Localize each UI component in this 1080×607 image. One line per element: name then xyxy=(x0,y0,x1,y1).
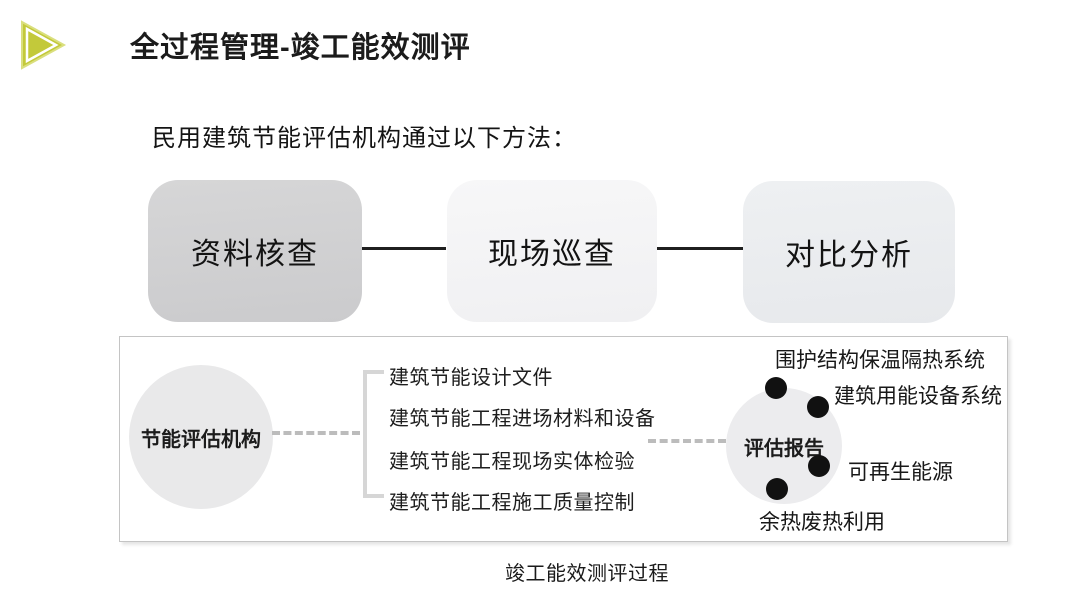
flow-step-site-inspection: 现场巡查 xyxy=(447,180,657,322)
checklist-item: 建筑节能工程施工质量控制 xyxy=(389,492,635,514)
checklist-bracket xyxy=(363,370,384,498)
flow-step-label: 对比分析 xyxy=(785,239,913,272)
report-aspect-label: 余热废热利用 xyxy=(759,511,885,534)
evaluation-process-panel: 节能评估机构 建筑节能设计文件 建筑节能工程进场材料和设备 建筑节能工程现场实体… xyxy=(119,336,1008,542)
checklist-item: 建筑节能设计文件 xyxy=(389,367,553,389)
flow-connector-line xyxy=(657,247,743,250)
figure-caption: 竣工能效测评过程 xyxy=(505,563,669,585)
page-title: 全过程管理-竣工能效测评 xyxy=(130,32,471,64)
report-label: 评估报告 xyxy=(744,437,824,460)
agency-label: 节能评估机构 xyxy=(141,428,261,451)
dashed-connector xyxy=(648,439,726,443)
checklist-item: 建筑节能工程现场实体检验 xyxy=(389,451,635,473)
report-node-dot xyxy=(766,478,788,500)
flow-step-label: 资料核查 xyxy=(191,238,319,271)
dashed-connector xyxy=(272,431,360,435)
checklist-item: 建筑节能工程进场材料和设备 xyxy=(389,408,656,430)
flow-step-label: 现场巡查 xyxy=(488,238,616,271)
agency-circle: 节能评估机构 xyxy=(129,365,273,509)
flow-connector-line xyxy=(362,247,446,250)
flow-step-document-review: 资料核查 xyxy=(148,180,362,322)
play-triangle-icon xyxy=(21,20,67,70)
report-aspect-label: 围护结构保温隔热系统 xyxy=(775,349,985,372)
report-aspect-label: 可再生能源 xyxy=(848,461,953,484)
report-aspect-label: 建筑用能设备系统 xyxy=(834,385,1002,408)
report-node-dot xyxy=(807,396,829,418)
report-node-dot xyxy=(765,377,787,399)
report-node-dot xyxy=(808,455,830,477)
flow-step-comparative-analysis: 对比分析 xyxy=(743,181,955,323)
intro-text: 民用建筑节能评估机构通过以下方法： xyxy=(152,125,577,152)
